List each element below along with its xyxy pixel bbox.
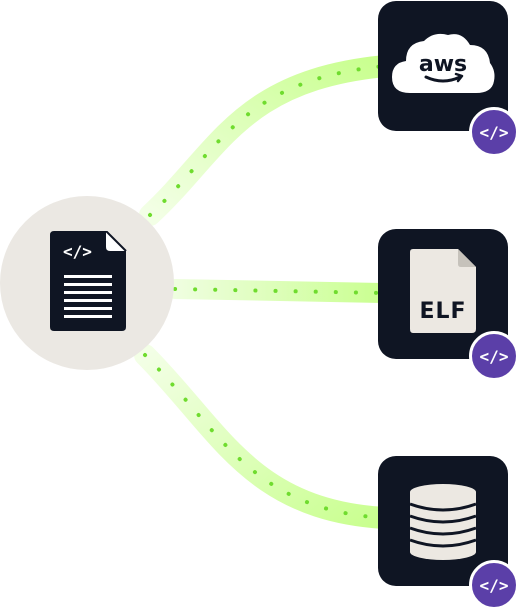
code-badge-icon: </> <box>469 107 519 157</box>
svg-text:</>: </> <box>480 123 509 142</box>
code-document-icon: </> <box>50 231 127 331</box>
code-badge-icon: </> <box>469 331 519 381</box>
aws-wordmark: aws <box>419 52 467 77</box>
connector-db-dots <box>143 353 387 520</box>
svg-text:</>: </> <box>480 576 509 595</box>
connector-elf-glow <box>165 279 395 303</box>
svg-text:</>: </> <box>480 347 509 366</box>
database-icon <box>409 484 477 560</box>
connector-db-glow <box>134 344 396 529</box>
connector-aws-glow <box>139 55 396 226</box>
elf-file-icon <box>410 249 476 333</box>
svg-text:</>: </> <box>63 242 92 261</box>
elf-label: ELF <box>419 299 467 324</box>
code-badge-icon: </> <box>469 560 519 610</box>
source-node: </> <box>0 196 174 370</box>
aws-cloud-icon: aws <box>392 33 495 93</box>
elf-target-node: ELF <box>378 229 508 359</box>
